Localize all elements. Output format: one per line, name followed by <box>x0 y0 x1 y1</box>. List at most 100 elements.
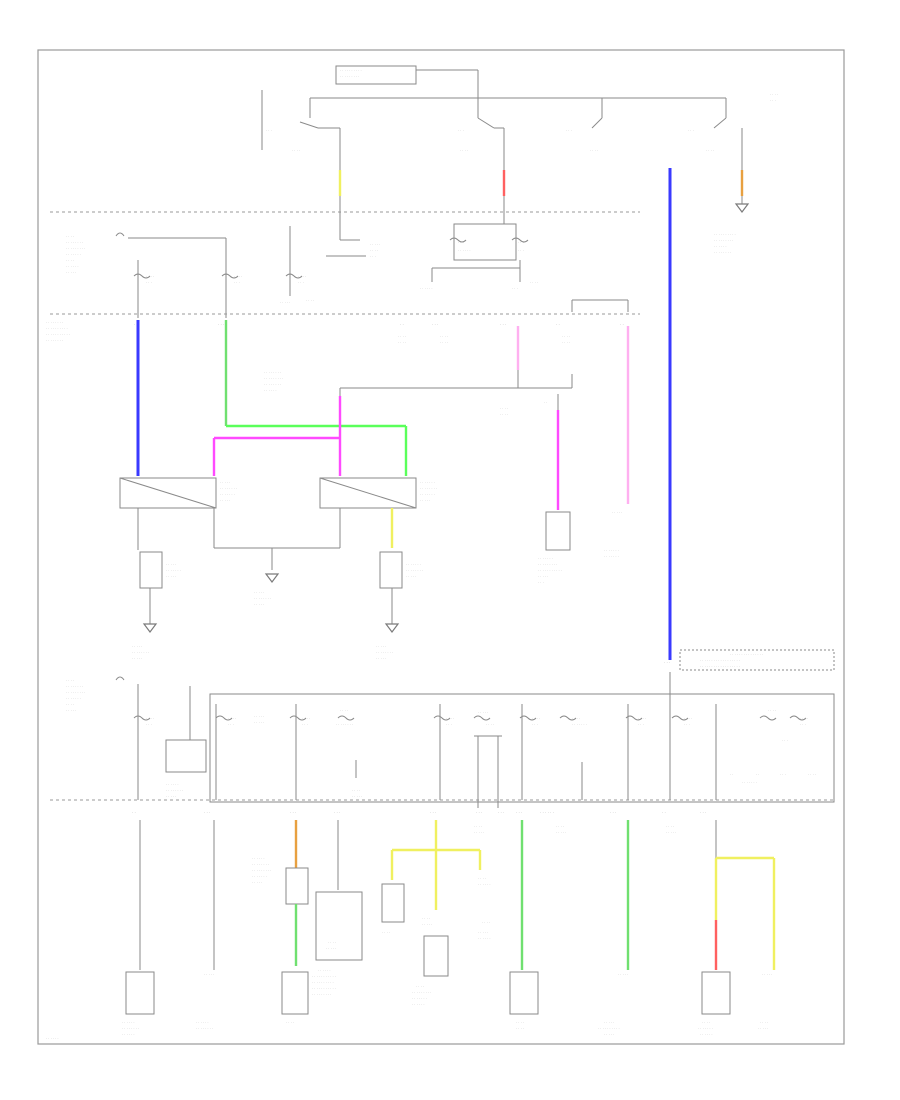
svg-text:· · · · ·: · · · · · <box>474 831 484 835</box>
svg-text:· · · ·: · · · · <box>482 921 490 925</box>
svg-text:· · ·: · · · <box>498 810 504 815</box>
svg-text:· · ·: · · · <box>204 810 210 815</box>
svg-text:· · · ·: · · · · <box>66 235 74 239</box>
ground-symbol-center <box>264 573 280 583</box>
svg-text:· · · ·: · · · · <box>474 825 482 829</box>
ignition-switch: · · · · · · · · · · · · · · · · · · · <box>261 65 778 170</box>
svg-text:· · ·: · · · <box>516 810 522 815</box>
svg-text:· · ·: · · · <box>638 723 644 727</box>
control-unit-lower: · · · · · · · · · · · · · · · · · · · · … <box>312 891 363 997</box>
ground-symbol-left-motor <box>142 623 158 633</box>
svg-text:· · · · ·: · · · · · <box>220 499 230 503</box>
svg-text:· · · ·: · · · · <box>398 335 406 339</box>
svg-text:· · · · · ·: · · · · · · <box>540 810 554 815</box>
svg-text:· · · · · · ·: · · · · · · · <box>66 697 81 701</box>
svg-text:· · · ·: · · · · <box>572 717 580 721</box>
load-3: · · · · <box>281 971 309 1025</box>
svg-text:· · · · · · · · ·: · · · · · · · · · <box>714 239 733 243</box>
svg-text:· · ·: · · · <box>334 810 340 815</box>
svg-text:· · · ·: · · · · <box>398 341 406 345</box>
motor-right: · · · · · · · · · · · · · · · · · · · · <box>379 551 423 589</box>
svg-text:· ·: · · <box>756 773 759 777</box>
fuse-relay-block-center: · · · · · · · · · · · · · · · · · · · · … <box>420 212 538 291</box>
svg-text:· · ·: · · · <box>266 129 272 133</box>
svg-text:· · · · · · · ·: · · · · · · · · <box>264 371 281 375</box>
svg-text:· · · · · · · ·: · · · · · · · · <box>376 651 393 655</box>
power-relay-left: · · · · · · · · · · · · · · · · · · · · … <box>66 676 207 800</box>
junction-connector-mid: · · · · · · · · · · · · · · · · · · · · … <box>212 370 573 510</box>
svg-text:· · · · ·: · · · · · <box>478 931 488 935</box>
svg-text:· · · ·: · · · · <box>446 717 454 721</box>
svg-text:· · · · · · · · ·: · · · · · · · · · <box>264 377 283 381</box>
svg-text:· · ·: · · · <box>664 660 670 665</box>
svg-text:· · · ·: · · · · <box>556 825 564 829</box>
switch-contact-3 <box>591 98 603 129</box>
svg-text:· · · · · ·: · · · · · · <box>166 783 179 787</box>
svg-text:· · ·: · · · <box>688 129 694 133</box>
switch-contact-4 <box>713 98 743 170</box>
svg-text:· · · ·: · · · · <box>590 149 598 153</box>
svg-text:· · · · · · · ·: · · · · · · · · <box>66 685 83 689</box>
svg-text:· · · · ·: · · · · · <box>254 591 264 595</box>
svg-text:· · ·: · · · <box>146 281 152 285</box>
relay-block-right: · · · · · · · · · · · · · · · · · · · · … <box>319 477 437 509</box>
svg-text:· · · · · · · ·: · · · · · · · · <box>166 789 183 793</box>
svg-text:· · · ·: · · · · <box>306 299 314 303</box>
svg-text:· ·: · · <box>662 810 666 815</box>
ground-symbol-top-right <box>734 203 750 213</box>
svg-text:· · · · ·: · · · · · <box>612 511 622 515</box>
svg-text:· · · · · · · · ·: · · · · · · · · · <box>340 75 359 79</box>
svg-text:· · · · · · · · · ·: · · · · · · · · · · <box>340 69 362 73</box>
svg-text:· · · · · · · · · ·: · · · · · · · · · · <box>598 1027 620 1031</box>
svg-text:· ·: · · <box>132 810 136 815</box>
svg-text:· · ·: · · · <box>500 322 506 327</box>
switch-module-lower: · · · · · · · · · · · · · · · · · · · · … <box>252 857 309 905</box>
svg-text:· · · · · ·: · · · · · · <box>196 1021 209 1025</box>
svg-text:· · · ·: · · · · <box>422 917 430 921</box>
svg-text:· · · ·: · · · · <box>530 281 538 285</box>
svg-text:· · · · ·: · · · · · <box>254 721 264 725</box>
diagram-border <box>37 49 845 1045</box>
under-dash-fuse-box-label: · · · · · · · · · · · · · · · · · · · · … <box>46 321 70 343</box>
svg-text:· · · ·: · · · · <box>666 825 674 829</box>
svg-text:· · · · · ·: · · · · · · <box>252 857 265 861</box>
svg-text:· · · · ·: · · · · · <box>204 973 214 977</box>
svg-text:· · ·: · · · <box>610 810 616 815</box>
load-9: · · · · · · · · · · · · · · <box>758 973 772 1031</box>
svg-text:· · · · ·: · · · · · <box>604 1033 614 1037</box>
svg-text:· · · ·: · · · · <box>234 275 242 279</box>
svg-text:· · · ·: · · · · <box>562 341 570 345</box>
svg-text:· · · · · ·: · · · · · · <box>714 245 727 249</box>
svg-text:· ·: · · <box>400 322 404 327</box>
svg-text:· · · · · ·: · · · · · · <box>318 969 331 973</box>
svg-text:· · · · · · ·: · · · · · · · <box>252 875 267 879</box>
svg-text:· · · ·: · · · · <box>516 1027 524 1031</box>
svg-text:· · · · · · · ·: · · · · · · · · <box>66 241 83 245</box>
svg-text:· · ·: · · · <box>518 241 524 245</box>
svg-text:· · · · ·: · · · · · <box>66 271 76 275</box>
svg-text:· · · ·: · · · · <box>500 407 508 411</box>
svg-text:· · · ·: · · · · <box>298 275 306 279</box>
svg-text:· · · · ·: · · · · · <box>166 563 176 567</box>
svg-text:· · · · ·: · · · · · <box>220 481 230 485</box>
svg-text:· · · ·: · · · · <box>146 717 154 721</box>
svg-text:· · · ·: · · · · <box>146 275 154 279</box>
svg-text:· · · · ·: · · · · · <box>252 881 262 885</box>
svg-text:· · · ·: · · · · <box>440 335 448 339</box>
svg-text:· · · ·: · · · · <box>562 335 570 339</box>
svg-text:· · ·: · · · <box>146 723 152 727</box>
svg-text:· · · ·: · · · · <box>770 93 778 97</box>
svg-text:· · · · · ·: · · · · · · <box>412 1003 425 1007</box>
load-8: · · · · · · · · · · · · · · · · · <box>698 971 731 1037</box>
load-5: · · · · · · · · · · · · · · · · · · · · … <box>412 935 449 1007</box>
svg-text:· · ·: · · · <box>290 810 296 815</box>
fuse-left-3 <box>285 273 303 279</box>
svg-text:· · · · ·: · · · · · <box>326 947 336 951</box>
svg-text:· · · · · · ·: · · · · · · · <box>420 493 435 497</box>
svg-text:· · · ·: · · · · <box>768 709 776 713</box>
switch-contact-1 <box>299 98 341 170</box>
svg-text:· · · ·: · · · · <box>382 931 390 935</box>
load-4: · · · · <box>381 883 405 935</box>
svg-text:· · · · · · · · ·: · · · · · · · · · <box>66 691 85 695</box>
svg-text:· · · · ·: · · · · · <box>66 709 76 713</box>
